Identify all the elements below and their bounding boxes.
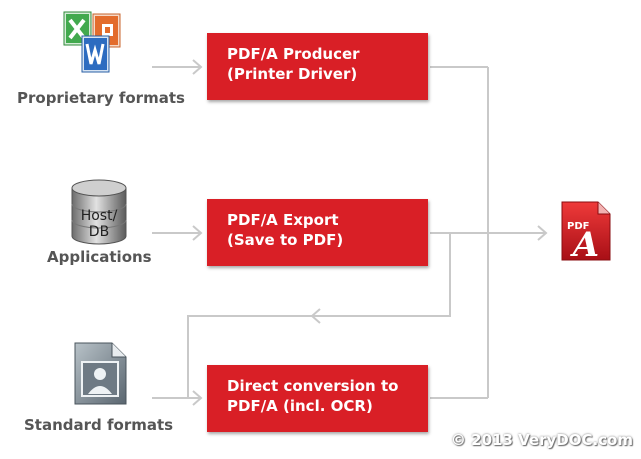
arrowhead-standard <box>192 390 203 406</box>
connector-return-loop <box>187 232 451 398</box>
source-label-standard: Standard formats <box>24 416 174 434</box>
source-label-proprietary: Proprietary formats <box>17 89 185 107</box>
process-line-1: Direct conversion to <box>227 377 399 395</box>
database-icon: Host/ DB <box>71 179 127 245</box>
process-box-printer-driver: PDF/A Producer (Printer Driver) <box>207 33 428 100</box>
process-box-direct-conversion: Direct conversion to PDF/A (incl. OCR) <box>207 365 428 432</box>
process-box-export: PDF/A Export (Save to PDF) <box>207 199 428 266</box>
database-icon-text-2: DB <box>89 224 109 240</box>
process-line-1: PDF/A Export <box>227 211 339 229</box>
pdf-letter-text: A <box>570 225 599 265</box>
arrowhead-output <box>537 225 548 241</box>
copyright-watermark: © 2013 VeryDOC.com <box>450 431 633 449</box>
database-icon-text-1: Host/ <box>81 208 118 224</box>
arrowhead-proprietary <box>192 59 203 75</box>
connectors <box>152 59 548 406</box>
process-line-2: (Printer Driver) <box>227 65 358 83</box>
arrowhead-applications <box>192 225 203 241</box>
source-label-applications: Applications <box>47 248 152 266</box>
pdf-tag-text: PDF <box>567 221 589 232</box>
process-line-2: PDF/A (incl. OCR) <box>227 397 373 415</box>
process-line-1: PDF/A Producer <box>227 45 360 63</box>
image-file-icon <box>74 342 127 405</box>
office-documents-icon <box>63 11 121 73</box>
arrowhead-return-loop <box>310 308 321 324</box>
pdf-a-file-icon: PDF A <box>561 201 611 265</box>
process-line-2: (Save to PDF) <box>227 231 344 249</box>
